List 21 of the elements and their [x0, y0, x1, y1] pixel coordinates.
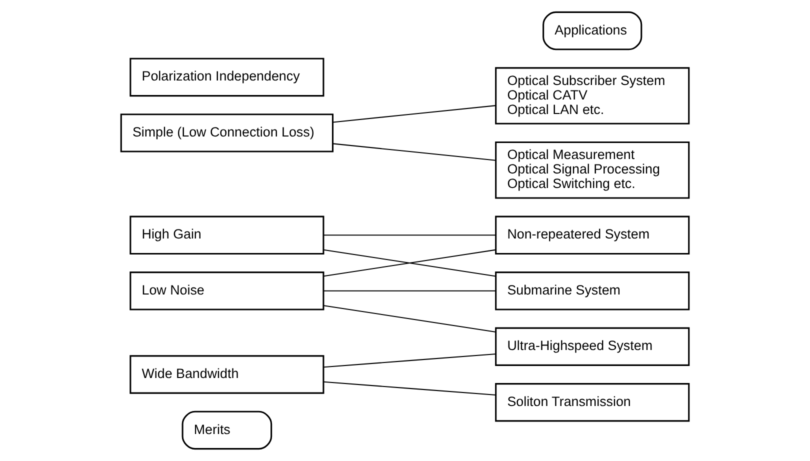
connector: [324, 353, 496, 368]
connector: [333, 105, 496, 123]
node-box: Optical Subscriber System Optical CATV Optical LAN etc.: [495, 67, 690, 124]
connector: [324, 305, 496, 332]
node-box: Ultra-Highspeed System: [495, 327, 690, 366]
node-box: Simple (Low Connection Loss): [120, 114, 334, 152]
node-box: Submarine System: [495, 272, 690, 310]
node-box: Soliton Transmission: [495, 383, 690, 422]
node-box: Low Noise: [130, 272, 324, 310]
node-box: High Gain: [130, 216, 324, 254]
node-box: Applications: [542, 11, 642, 50]
connector: [324, 290, 496, 292]
connector: [333, 143, 496, 161]
node-box: Wide Bandwidth: [130, 355, 324, 394]
node-box: Optical Measurement Optical Signal Processing Optical Switching etc.: [495, 141, 690, 199]
connector: [324, 234, 496, 236]
node-box: Non-repeatered System: [495, 216, 690, 254]
node-box: Merits: [182, 410, 272, 450]
connector: [324, 381, 496, 396]
connector: [324, 249, 496, 277]
node-box: Polarization Independency: [130, 58, 324, 97]
